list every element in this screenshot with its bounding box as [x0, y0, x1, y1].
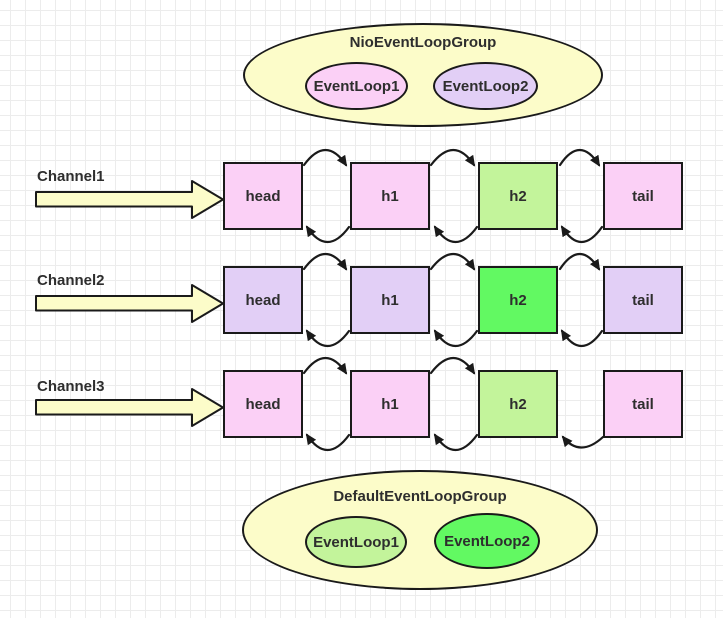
row1-box-h1-label: h1 — [381, 187, 399, 205]
nio-event-loop-1[interactable]: EventLoop1 — [305, 62, 408, 110]
nio-event-loop-2[interactable]: EventLoop2 — [433, 62, 538, 110]
nio-event-loop-group[interactable]: NioEventLoopGroup EventLoop1 EventLoop2 — [243, 23, 603, 127]
row1-back-link-2[interactable] — [433, 225, 479, 244]
row3-forward-link-2[interactable] — [429, 356, 476, 375]
row1-box-head-label: head — [245, 187, 281, 205]
row3-box-tail[interactable]: tail — [603, 370, 683, 438]
row3-back-link-1[interactable] — [305, 433, 351, 452]
row3-box-tail-label: tail — [632, 395, 654, 413]
row1-box-tail-label: tail — [632, 187, 654, 205]
row3-box-h2-label: h2 — [509, 395, 527, 413]
row2-forward-link-1[interactable] — [302, 252, 348, 271]
row3-box-h1-label: h1 — [381, 395, 399, 413]
nio-event-loop-group-title: NioEventLoopGroup — [349, 34, 497, 51]
row2-box-tail[interactable]: tail — [603, 266, 683, 334]
row3-box-head[interactable]: head — [223, 370, 303, 438]
channel3-label: Channel3 — [37, 378, 105, 395]
row3-back-link-2[interactable] — [433, 433, 479, 452]
row2-box-h2-label: h2 — [509, 291, 527, 309]
row2-back-link-3[interactable] — [560, 329, 604, 348]
row1-box-h2-label: h2 — [509, 187, 527, 205]
row2-box-tail-label: tail — [632, 291, 654, 309]
default-event-loop-1[interactable]: EventLoop1 — [305, 516, 407, 568]
nio-event-loop-2-label: EventLoop2 — [442, 77, 529, 95]
row2-box-h2[interactable]: h2 — [478, 266, 558, 334]
row1-box-head[interactable]: head — [223, 162, 303, 230]
row1-box-tail[interactable]: tail — [603, 162, 683, 230]
row1-forward-link-3[interactable] — [558, 148, 601, 167]
row3-box-h2[interactable]: h2 — [478, 370, 558, 438]
channel3-arrow[interactable] — [35, 388, 224, 427]
channel1-arrow[interactable] — [35, 180, 224, 219]
default-event-loop-1-label: EventLoop1 — [313, 533, 399, 551]
row2-box-h1-label: h1 — [381, 291, 399, 309]
row2-forward-link-2[interactable] — [429, 252, 476, 271]
channel1-label: Channel1 — [37, 168, 105, 185]
row2-forward-link-3[interactable] — [558, 252, 601, 271]
row1-forward-link-2[interactable] — [429, 148, 476, 167]
row3-box-head-label: head — [245, 395, 281, 413]
channel2-arrow[interactable] — [35, 284, 224, 323]
default-event-loop-group[interactable]: DefaultEventLoopGroup EventLoop1 EventLo… — [242, 470, 598, 590]
row2-back-link-2[interactable] — [433, 329, 479, 348]
row2-box-h1[interactable]: h1 — [350, 266, 430, 334]
row3-box-h1[interactable]: h1 — [350, 370, 430, 438]
nio-event-loop-1-label: EventLoop1 — [313, 77, 400, 95]
default-event-loop-2[interactable]: EventLoop2 — [434, 513, 540, 569]
row2-box-head[interactable]: head — [223, 266, 303, 334]
channel2-label: Channel2 — [37, 272, 105, 289]
row2-back-link-1[interactable] — [305, 329, 351, 348]
row1-box-h2[interactable]: h2 — [478, 162, 558, 230]
row1-box-h1[interactable]: h1 — [350, 162, 430, 230]
default-event-loop-group-title: DefaultEventLoopGroup — [333, 488, 507, 505]
row2-box-head-label: head — [245, 291, 281, 309]
row1-forward-link-1[interactable] — [302, 148, 348, 167]
row1-back-link-3[interactable] — [560, 225, 604, 244]
row3-forward-link-1[interactable] — [302, 356, 348, 375]
row1-back-link-1[interactable] — [305, 225, 351, 244]
row3-back-link-3[interactable] — [561, 435, 605, 449]
default-event-loop-2-label: EventLoop2 — [444, 532, 530, 550]
